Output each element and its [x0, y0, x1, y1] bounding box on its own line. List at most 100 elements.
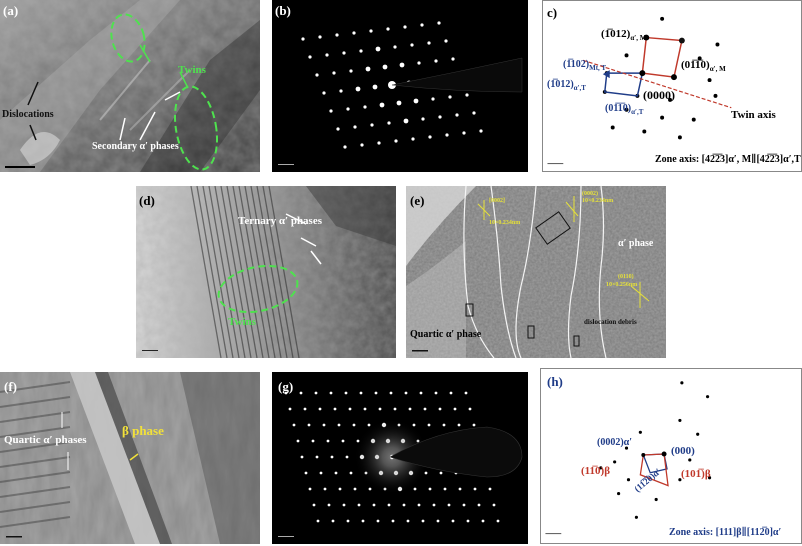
twin-striation	[250, 186, 282, 358]
diffraction-spot	[372, 84, 378, 90]
diffraction-spot	[472, 423, 476, 427]
c-spot-m2: (01̅1̅0)α′, M	[681, 59, 726, 74]
diffraction-spot	[349, 69, 353, 73]
diffraction-spot	[300, 455, 304, 459]
diffraction-spot	[387, 121, 391, 125]
diffraction-spot	[359, 49, 363, 53]
diffraction-spot	[387, 503, 391, 507]
diffraction-spot	[379, 102, 385, 108]
diffraction-spot	[355, 86, 361, 92]
panel-e: (e) [0002] 10×0.234nm (0002) 10×0.234nm …	[406, 186, 666, 358]
diffraction-spot	[434, 59, 438, 63]
diffraction-spot	[344, 391, 348, 395]
diffraction-spot	[448, 95, 452, 99]
h-spot-b1: (11̅0)β	[581, 465, 611, 477]
diffraction-spot	[353, 125, 357, 129]
panel-c-label: c)	[547, 5, 558, 20]
panel-a-secondary-label: Secondary α′ phases	[92, 141, 179, 152]
diffraction-spot	[462, 503, 466, 507]
twin-striation	[268, 186, 300, 358]
lath-striation	[0, 516, 71, 528]
panel-b-diffraction	[278, 21, 523, 165]
diffraction-spot	[339, 89, 343, 93]
diffraction-spot	[399, 62, 405, 68]
panel-h-label: (h)	[547, 374, 563, 389]
schematic-spot	[624, 53, 629, 58]
diffraction-spot	[319, 471, 323, 475]
lath-striation	[0, 411, 71, 423]
diffraction-spot	[332, 71, 336, 75]
diffraction-spot	[327, 503, 331, 507]
twin-striation	[238, 186, 270, 358]
diffraction-spot	[427, 423, 431, 427]
diffraction-spot	[308, 55, 312, 59]
diffraction-spot	[292, 423, 296, 427]
lath-striation	[0, 456, 71, 468]
diffraction-spot	[421, 519, 425, 523]
f-quartic-label: Quartic α′ phases	[4, 434, 87, 446]
diffraction-spot	[403, 25, 407, 29]
schematic-spot	[696, 432, 700, 436]
lath-striation	[0, 426, 71, 438]
diffraction-spot	[382, 64, 388, 70]
diffraction-spot	[303, 407, 307, 411]
diffraction-spot	[322, 423, 326, 427]
diffraction-spot	[346, 107, 350, 111]
diffraction-spot	[341, 439, 345, 443]
panel-a: (a) Twins Dislocations Secondary α′ phas…	[0, 0, 260, 172]
schematic-spot	[626, 478, 631, 482]
diffraction-spot	[445, 133, 449, 137]
e-d3-val: 10×0.256nm	[606, 282, 638, 288]
schematic-spot	[668, 97, 672, 102]
e-d1-plane: [0002]	[489, 198, 505, 204]
diffraction-spot	[449, 391, 453, 395]
twin-striation	[256, 186, 288, 358]
diffraction-spot	[411, 137, 415, 141]
diffraction-spot	[417, 61, 421, 65]
panel-d-label: (d)	[139, 193, 155, 208]
diffraction-spot	[443, 487, 447, 491]
lath-striation	[0, 396, 71, 408]
diffraction-spot	[365, 66, 371, 72]
diffraction-spot	[453, 407, 457, 411]
diffraction-spot	[337, 423, 341, 427]
panel-h-schematic	[545, 381, 712, 535]
panel-b: (b)	[272, 0, 528, 172]
panel-a-label: (a)	[3, 3, 19, 18]
c-spot-t1: (1̅102)Mt, T	[563, 59, 607, 72]
diffraction-spot	[335, 33, 339, 37]
diffraction-spot	[284, 391, 288, 395]
diffraction-spot	[423, 407, 427, 411]
panel-a-twins-label: Twins	[178, 64, 206, 76]
schematic-spot	[678, 478, 682, 482]
diffraction-spot	[363, 105, 367, 109]
panel-g-diffraction	[278, 391, 523, 537]
diffraction-spot	[428, 135, 432, 139]
panel-c: c) (1̅012)α′, M (01̅1̅0)α′, M (1̅102)Mt,…	[542, 0, 802, 172]
diffraction-spot	[330, 455, 334, 459]
diffraction-spot	[301, 37, 305, 41]
diffraction-spot	[427, 41, 431, 45]
diffraction-spot	[296, 439, 300, 443]
diffraction-spot	[391, 519, 395, 523]
diffraction-spot	[488, 487, 492, 491]
schematic-spot	[610, 125, 615, 130]
panel-e-hrtem	[406, 186, 666, 358]
diffraction-spot	[481, 519, 485, 523]
diffraction-spot	[318, 35, 322, 39]
panel-e-label: (e)	[410, 193, 425, 208]
twin-striation	[262, 186, 294, 358]
diffraction-spot	[342, 503, 346, 507]
diffraction-spot	[437, 21, 441, 25]
diffraction-spot	[393, 407, 397, 411]
diffraction-spot	[331, 519, 335, 523]
diffraction-spot	[370, 123, 374, 127]
schematic-spot	[660, 115, 665, 120]
diffraction-spot	[361, 519, 365, 523]
diffraction-spot	[312, 503, 316, 507]
diffraction-spot	[420, 23, 424, 27]
twins-circle-1	[110, 13, 146, 63]
c-twin-axis: Twin axis	[731, 109, 776, 121]
h-spot-a1: (0002)α′	[597, 437, 633, 448]
twin-striation	[214, 186, 246, 358]
